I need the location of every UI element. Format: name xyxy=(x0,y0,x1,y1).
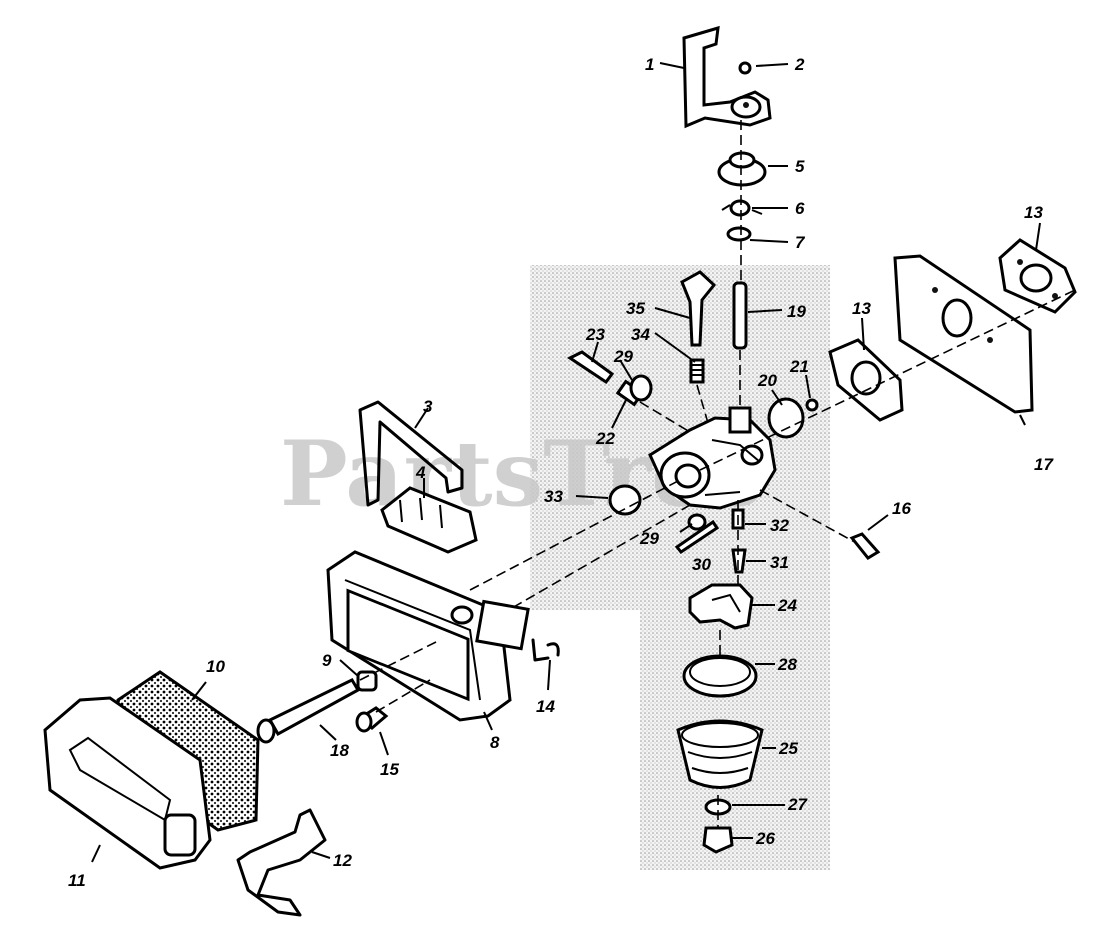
label-part-8: 8 xyxy=(490,733,500,752)
part-13-gasket-middle xyxy=(828,338,904,422)
label-part-7: 7 xyxy=(795,233,806,252)
part-16-screw xyxy=(849,532,881,560)
label-part-28: 28 xyxy=(777,655,797,674)
part-15-screw xyxy=(355,706,389,733)
label-part-23: 23 xyxy=(585,325,605,344)
label-part-32: 32 xyxy=(770,516,789,535)
stippled-background xyxy=(530,265,830,870)
part-12-wire-clip xyxy=(236,808,327,917)
part-9-spacer xyxy=(356,670,378,692)
label-part-35: 35 xyxy=(626,299,645,318)
part-33-plug xyxy=(608,484,642,516)
part-8-air-cleaner-base xyxy=(326,550,530,722)
part-35-idle-needle xyxy=(680,270,717,347)
label-part-16: 16 xyxy=(892,499,911,518)
label-part-34: 34 xyxy=(631,325,650,344)
part-31-valve xyxy=(731,548,747,574)
label-part-5: 5 xyxy=(795,157,805,176)
part-34-spring xyxy=(689,358,705,384)
part-20-disc xyxy=(767,397,805,439)
label-part-11: 11 xyxy=(68,871,86,890)
label-part-14: 14 xyxy=(536,697,555,716)
label-part-2: 2 xyxy=(794,55,805,74)
label-part-26: 26 xyxy=(755,829,775,848)
label-part-20: 20 xyxy=(757,371,777,390)
label-part-6: 6 xyxy=(795,199,805,218)
label-part-33: 33 xyxy=(544,487,563,506)
label-part-29-lower: 29 xyxy=(639,529,659,548)
part-5-bushing xyxy=(717,151,767,187)
part-29-oring-upper xyxy=(629,374,653,402)
label-part-4: 4 xyxy=(415,463,426,482)
part-18-bolt xyxy=(256,678,361,744)
label-part-3: 3 xyxy=(423,397,433,416)
label-part-19: 19 xyxy=(787,302,806,321)
part-6-spring xyxy=(721,199,763,217)
label-part-29-upper: 29 xyxy=(613,347,633,366)
label-part-12: 12 xyxy=(333,851,352,870)
part-4-clip xyxy=(380,486,478,554)
part-21-pin xyxy=(805,398,819,412)
part-11-cover xyxy=(43,696,212,870)
part-1-bracket xyxy=(682,25,772,129)
part-29-oring-lower xyxy=(687,513,707,531)
label-part-24: 24 xyxy=(777,596,797,615)
part-26-bowl-nut xyxy=(702,826,734,854)
label-part-10: 10 xyxy=(206,657,225,676)
label-part-9: 9 xyxy=(322,651,332,670)
part-28-gasket xyxy=(682,654,758,698)
label-part-31: 31 xyxy=(770,553,789,572)
part-19-shaft xyxy=(732,281,748,350)
part-3-gasket xyxy=(358,400,464,507)
part-30-needle xyxy=(674,519,720,555)
label-part-22: 22 xyxy=(595,429,615,448)
part-13-gasket-right xyxy=(998,238,1077,314)
label-part-1: 1 xyxy=(645,55,654,74)
part-7-washer xyxy=(726,226,752,242)
label-part-15: 15 xyxy=(380,760,399,779)
part-2-screw xyxy=(738,61,752,75)
label-part-17: 17 xyxy=(1034,455,1054,474)
label-part-13-middle: 13 xyxy=(852,299,871,318)
part-14-clip xyxy=(531,638,560,662)
label-part-18: 18 xyxy=(330,741,349,760)
part-24-float xyxy=(688,583,754,630)
part-25-float-bowl xyxy=(676,719,764,789)
carburetor-body xyxy=(648,406,777,510)
label-part-27: 27 xyxy=(787,795,808,814)
label-part-13-right: 13 xyxy=(1024,203,1043,222)
part-17-insulator-plate xyxy=(893,254,1034,414)
label-part-30: 30 xyxy=(692,555,711,574)
part-23-screw xyxy=(567,350,615,385)
label-part-25: 25 xyxy=(778,739,798,758)
label-part-21: 21 xyxy=(789,357,809,376)
